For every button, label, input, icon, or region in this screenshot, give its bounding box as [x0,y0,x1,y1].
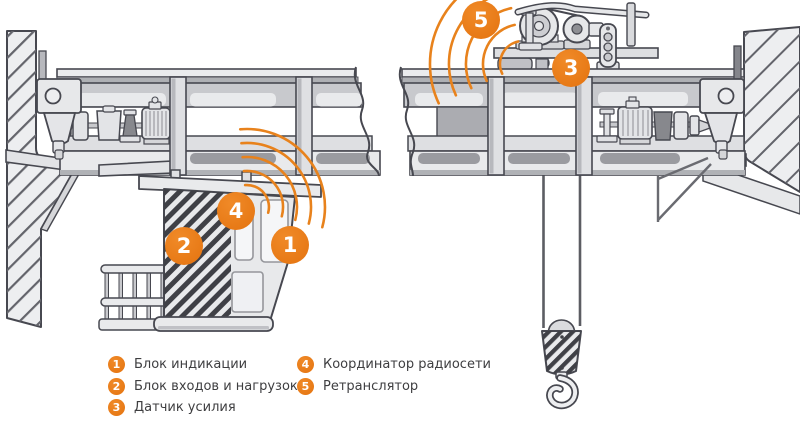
cabin-railing [98,264,169,331]
legend-label-2: Блок входов и нагрузок [134,379,298,394]
legend-item-3: 3 Датчик усилия [108,399,236,416]
legend-item-5: 5 Ретранслятор [297,378,418,395]
legend-label-1: Блок индикации [134,357,248,372]
end-truck-right [699,45,745,160]
callout-circle-4: 4 [217,192,255,230]
support-brace [656,156,712,222]
legend-item-4: 4 Координатор радиосети [297,356,491,373]
girder-panel [436,106,489,141]
operator-cabin [98,169,322,332]
antenna-bar-right [733,45,742,80]
bridge-girder-left [36,50,381,177]
pulley-cap [547,319,576,333]
antenna-bar-left [38,50,47,82]
left-wall [5,30,81,328]
legend-label-3: Датчик усилия [134,400,236,415]
legend-label-5: Ретранслятор [323,379,419,394]
cabin-roof [138,175,322,198]
legend-item-2: 2 Блок входов и нагрузок [108,378,298,395]
legend-badge-1: 1 [108,356,125,373]
cabin-window [231,271,264,313]
wheel-hub [44,87,62,105]
end-truck-left [36,50,82,160]
legend-badge-4: 4 [297,356,314,373]
bridge-drive-right [596,96,711,145]
hoist-cables [542,172,582,328]
break-edge-right [398,66,416,177]
force-sensor [596,23,620,71]
callout-circle-3: 3 [552,49,590,87]
wheel-hub [717,87,735,105]
legend-item-1: 1 Блок индикации [108,356,247,373]
callout-circle-1: 1 [271,226,309,264]
callout-circle-2: 2 [165,227,203,265]
hook-block [541,319,582,410]
legend-label-4: Координатор радиосети [323,357,491,372]
legend-badge-3: 3 [108,399,125,416]
callout-circle-5: 5 [462,1,500,39]
radio-waves-cabin [238,127,327,229]
legend-badge-5: 5 [297,378,314,395]
break-edge-left [353,66,380,177]
legend-badge-2: 2 [108,378,125,395]
